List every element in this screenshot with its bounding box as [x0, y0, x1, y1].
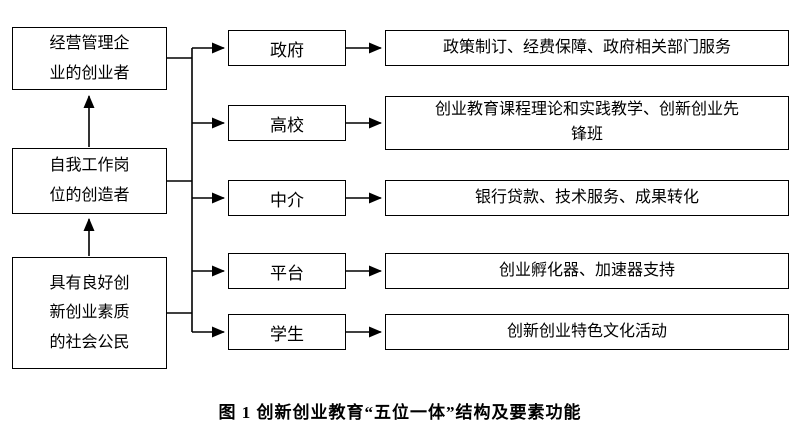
stage-box-line: 业的创业者 — [49, 64, 130, 82]
description-box-intermediary: 银行贷款、技术服务、成果转化 — [385, 180, 789, 216]
description-line: 创新创业特色文化活动 — [506, 322, 667, 340]
category-box-university: 高校 — [228, 105, 346, 141]
description-line: 银行贷款、技术服务、成果转化 — [474, 188, 699, 206]
description-line: 政策制订、经费保障、政府相关部门服务 — [442, 38, 731, 56]
category-box-government: 政府 — [228, 30, 346, 66]
stage-box-business-manager: 经营管理企 业的创业者 — [12, 27, 167, 90]
description-box-student: 创新创业特色文化活动 — [385, 314, 789, 350]
description-box-university: 创业教育课程理论和实践教学、创新创业先 锋班 — [385, 96, 789, 150]
category-box-intermediary: 中介 — [228, 180, 346, 216]
stage-box-citizen: 具有良好创 新创业素质 的社会公民 — [12, 257, 167, 369]
description-line: 锋班 — [570, 126, 603, 143]
description-line: 创业教育课程理论和实践教学、创新创业先 — [434, 101, 739, 119]
stage-box-line: 的社会公民 — [49, 333, 130, 351]
stage-box-line: 新创业素质 — [49, 304, 130, 322]
figure-caption: 图 1 创新创业教育“五位一体”结构及要素功能 — [218, 403, 582, 422]
stage-box-line: 经营管理企 — [49, 34, 130, 52]
stage-box-line: 位的创造者 — [49, 187, 130, 204]
category-box-student: 学生 — [228, 314, 346, 350]
category-arrow — [192, 42, 225, 338]
category-box-platform: 平台 — [228, 253, 346, 289]
description-box-government: 政策制订、经费保障、政府相关部门服务 — [385, 30, 789, 66]
stage-box-line: 自我工作岗 — [49, 157, 130, 175]
branch-trunk — [167, 48, 193, 332]
description-line: 创业孵化器、加速器支持 — [498, 261, 675, 279]
description-arrow — [346, 42, 382, 338]
stage-box-line: 具有良好创 — [49, 274, 130, 292]
stage-box-job-creator: 自我工作岗 位的创造者 — [12, 148, 167, 214]
description-box-platform: 创业孵化器、加速器支持 — [385, 253, 789, 289]
